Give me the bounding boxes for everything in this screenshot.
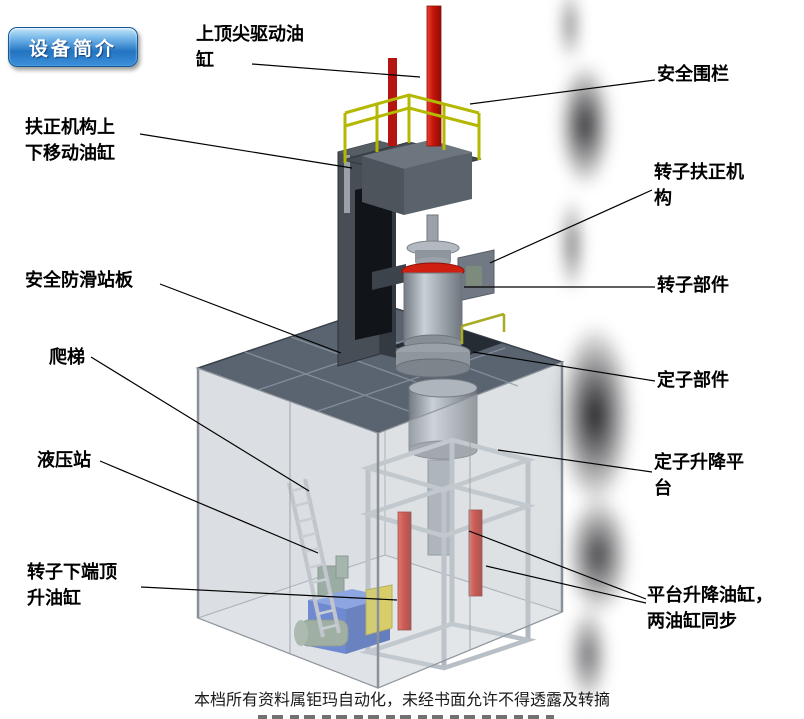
callout-centering-lift-cylinder: 扶正机构上下移动油缸 — [25, 117, 115, 163]
top-drive-cylinder-rods — [388, 5, 442, 147]
callout-anti-slip-platform: 安全防滑站板 — [25, 270, 133, 290]
title-badge: 设备简介 — [8, 27, 138, 67]
callout-rotor-parts: 转子部件 — [657, 275, 729, 295]
callout-safety-fence: 安全围栏 — [657, 64, 729, 84]
callout-rotor-bottom-jack-cylinder: 转子下端顶升油缸 — [27, 562, 117, 608]
title-badge-label: 设备简介 — [28, 38, 117, 60]
ladder-graphic — [287, 478, 341, 638]
callout-platform-lift-cylinders: 平台升降油缸，两油缸同步 — [647, 585, 773, 631]
callout-stator-lift-platform: 定子升降平台 — [654, 452, 744, 498]
callout-rotor-centering-mechanism: 转子扶正机构 — [654, 162, 744, 208]
footer-text: 本档所有资料属钜玛自动化，未经书面允许不得透露及转摘 — [193, 690, 610, 709]
callout-stator-parts: 定子部件 — [657, 370, 729, 390]
callout-top-drive-cylinder: 上顶尖驱动油缸 — [196, 24, 304, 70]
callout-ladder: 爬梯 — [49, 347, 85, 367]
cutoff-text-strip — [258, 715, 554, 719]
platform-lift-cylinders — [397, 509, 483, 631]
callout-hydraulic-station: 液压站 — [37, 450, 91, 470]
safety-fence-railing — [343, 93, 481, 163]
